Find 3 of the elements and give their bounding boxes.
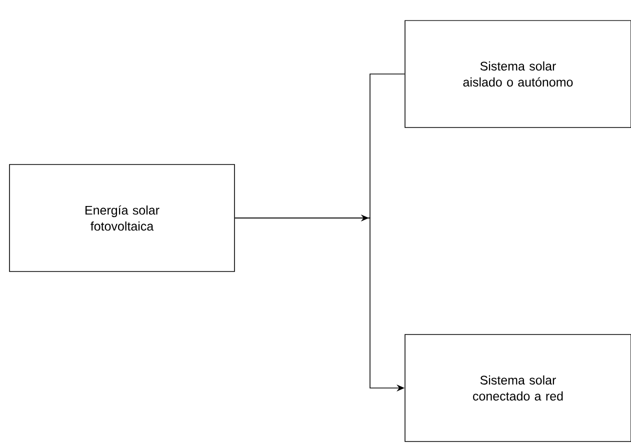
- process-box: Energía solar fotovoltaica: [9, 164, 235, 272]
- process-box: Sistema solar conectado a red: [404, 334, 631, 442]
- process-box: Sistema solar aislado o autónomo: [404, 20, 631, 128]
